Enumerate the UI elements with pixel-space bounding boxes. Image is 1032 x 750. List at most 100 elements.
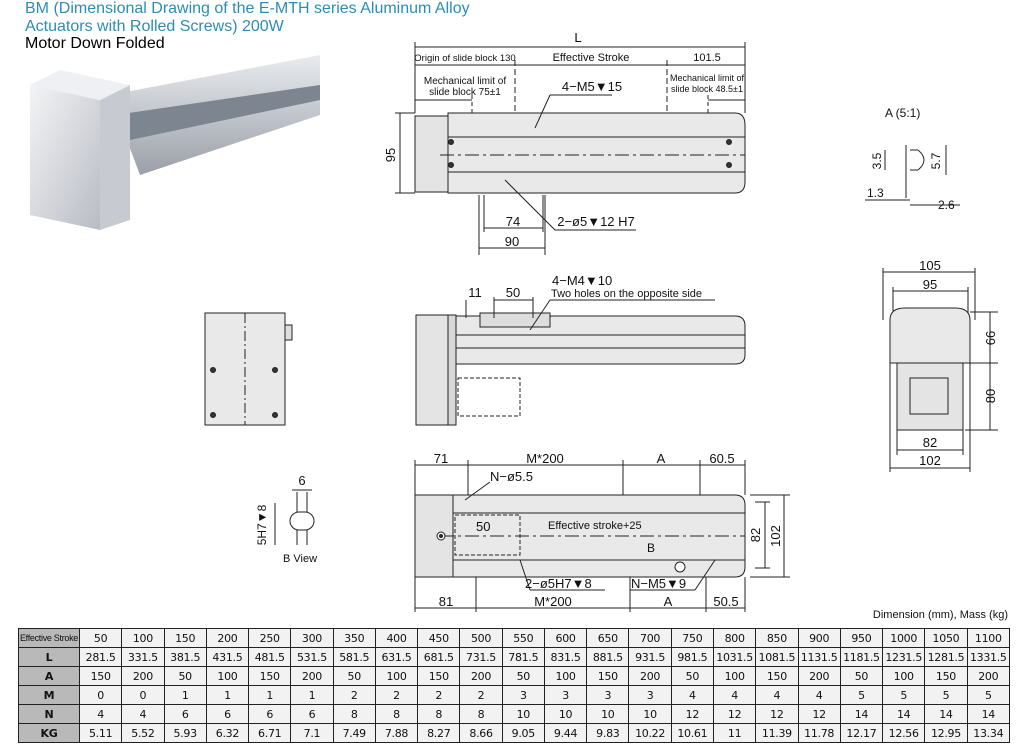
table-cell: 100 — [882, 666, 926, 686]
table-cell: 50 — [670, 666, 714, 686]
mech-limit-left-2: slide block 75±1 — [429, 87, 501, 98]
table-cell: 4 — [121, 704, 165, 724]
dim-3-5: 3.5 — [870, 152, 884, 169]
table-cell: 5 — [882, 685, 926, 705]
row-header: L — [18, 647, 80, 667]
table-cell: 9.44 — [543, 723, 588, 743]
table-cell: 5.93 — [163, 723, 207, 743]
table-cell: 900 — [797, 628, 841, 648]
row-header: A — [18, 666, 80, 686]
table-cell: 10.61 — [670, 723, 714, 743]
table-cell: 1 — [290, 685, 334, 705]
motor-end-view — [204, 312, 293, 426]
table-cell: 381.5 — [163, 647, 207, 667]
table-cell: 2 — [332, 685, 376, 705]
table-cell: 10 — [628, 704, 672, 724]
dim-5h7: 5H7▼8 — [255, 504, 269, 545]
table-cell: 200 — [797, 666, 841, 686]
table-cell: 6 — [248, 704, 292, 724]
dim-82: 82 — [748, 528, 763, 542]
table-cell: 0 — [121, 685, 165, 705]
table-cell: 850 — [755, 628, 799, 648]
table-cell: 3 — [543, 685, 588, 705]
table-cell: 8 — [459, 704, 503, 724]
table-cell: 14 — [924, 704, 968, 724]
dim-11: 11 — [468, 285, 482, 300]
table-cell: 12 — [670, 704, 714, 724]
table-cell: 1231.5 — [882, 647, 926, 667]
table-cell: 9.05 — [501, 723, 545, 743]
side-view: 11 50 4−M4▼10 Two holes on the opposite … — [415, 273, 746, 426]
table-cell: 11.78 — [797, 723, 841, 743]
table-cell: 281.5 — [78, 647, 123, 667]
table-cell: 50 — [332, 666, 376, 686]
table-cell: 10 — [501, 704, 545, 724]
table-cell: 1181.5 — [839, 647, 884, 667]
mech-limit-left-1: Mechanical limit of — [424, 76, 506, 87]
dim-90: 90 — [505, 234, 519, 249]
table-cell: 700 — [628, 628, 672, 648]
table-cell: 331.5 — [121, 647, 165, 667]
table-cell: 200 — [290, 666, 334, 686]
table-cell: 4 — [797, 685, 841, 705]
table-cell: 300 — [290, 628, 334, 648]
dim-a-bottom: A — [664, 594, 673, 609]
table-cell: 10 — [543, 704, 588, 724]
holes-m5-label: 4−M5▼15 — [562, 79, 622, 94]
table-cell: 200 — [121, 666, 165, 686]
table-cell: 150 — [248, 666, 292, 686]
dim-74: 74 — [506, 214, 520, 229]
table-cell: 1 — [248, 685, 292, 705]
dim-50-bottom: 50 — [476, 519, 490, 534]
table-cell: 750 — [670, 628, 714, 648]
table-cell: 100 — [543, 666, 588, 686]
table-cell: 1 — [163, 685, 207, 705]
table-cell: 8.66 — [459, 723, 503, 743]
table-cell: 10 — [586, 704, 630, 724]
table-cell: 100 — [712, 666, 757, 686]
table-cell: 14 — [882, 704, 926, 724]
dim-66: 66 — [983, 331, 998, 345]
dim-50: 50 — [506, 285, 520, 300]
table-cell: 550 — [501, 628, 545, 648]
table-cell: 14 — [839, 704, 884, 724]
dim-60-5: 60.5 — [709, 451, 734, 466]
table-cell: 3 — [628, 685, 672, 705]
table-cell: 950 — [839, 628, 884, 648]
dim-95-end: 95 — [923, 277, 937, 292]
table-cell: 681.5 — [417, 647, 461, 667]
table-cell: 5 — [966, 685, 1011, 705]
table-cell: 6.32 — [205, 723, 250, 743]
table-cell: 1331.5 — [966, 647, 1011, 667]
table-cell: 881.5 — [586, 647, 630, 667]
table-cell: 1031.5 — [712, 647, 757, 667]
dim-102: 102 — [768, 525, 783, 547]
table-cell: 12.56 — [882, 723, 926, 743]
pins-label: 2−ø5▼12 H7 — [557, 214, 635, 229]
row-header: KG — [18, 723, 80, 743]
dim-a-top: A — [657, 451, 666, 466]
table-cell: 931.5 — [628, 647, 672, 667]
table-cell: 50 — [163, 666, 207, 686]
table-cell: 12.17 — [839, 723, 884, 743]
table-cell: 50 — [839, 666, 884, 686]
table-cell: 5 — [924, 685, 968, 705]
table-cell: 350 — [332, 628, 376, 648]
b-view-label: B View — [283, 553, 317, 565]
table-cell: 531.5 — [290, 647, 334, 667]
detail-a-label: A (5:1) — [885, 106, 920, 120]
effective-stroke-label: Effective Stroke — [553, 52, 630, 64]
holes-m4-label: 4−M4▼10 — [552, 273, 612, 288]
mech-limit-right-2: slide block 48.5±1 — [671, 84, 743, 94]
table-cell: 150 — [78, 666, 123, 686]
table-cell: 13.34 — [966, 723, 1011, 743]
table-cell: 12 — [712, 704, 757, 724]
product-photo — [20, 55, 320, 230]
page-subtitle: Motor Down Folded — [25, 35, 165, 52]
dim-1-3: 1.3 — [867, 186, 884, 200]
table-cell: 781.5 — [501, 647, 545, 667]
